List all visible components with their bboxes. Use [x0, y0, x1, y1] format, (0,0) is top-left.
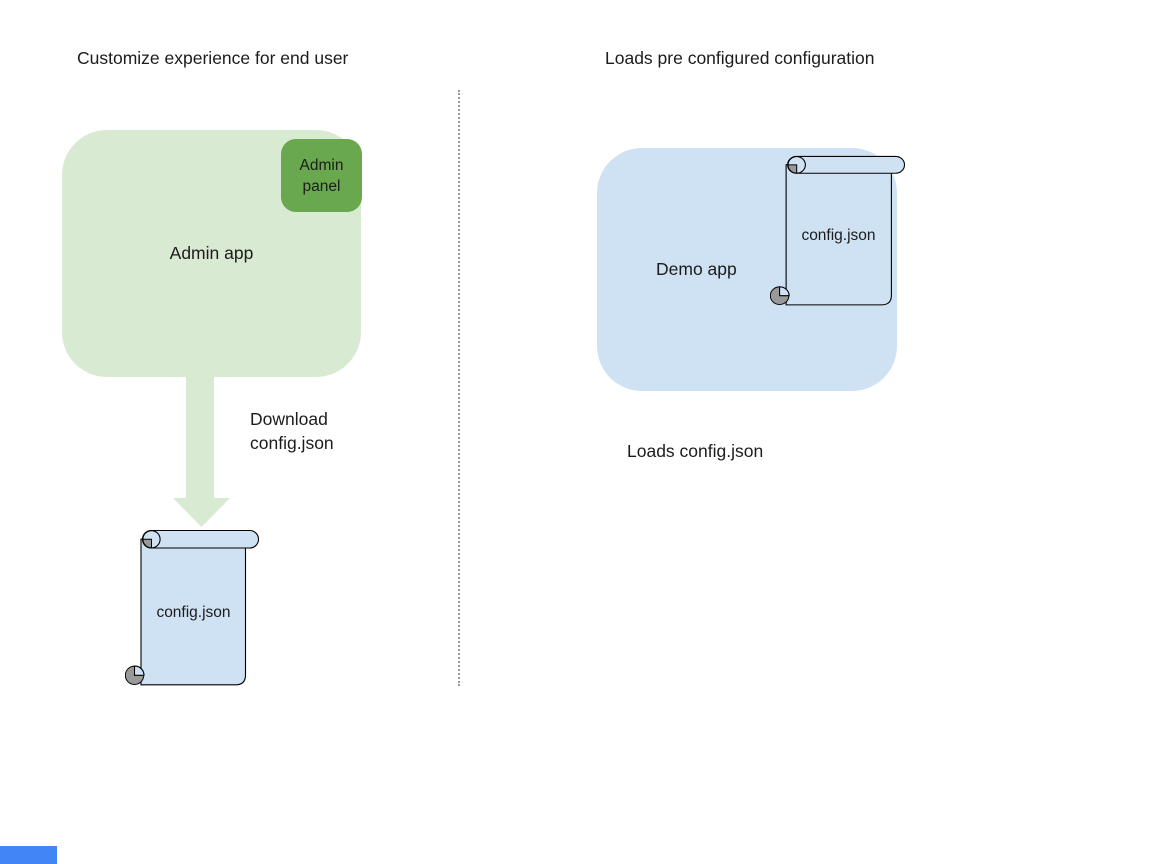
- admin-app-label: Admin app: [169, 243, 254, 263]
- config-file-scroll: config.json: [770, 155, 905, 306]
- config-file-label: config.json: [156, 604, 231, 621]
- download-arrow-icon: [173, 377, 230, 527]
- right-section-title: Loads pre configured configuration: [605, 48, 875, 68]
- demo-app-label: Demo app: [656, 259, 737, 279]
- scroll-shape-icon: [770, 155, 905, 306]
- cropped-blue-rectangle: [0, 846, 57, 864]
- admin-panel-box: Admin panel: [281, 139, 362, 212]
- config-file-scroll: config.json: [125, 529, 259, 686]
- scroll-shape-icon: [125, 529, 259, 686]
- section-divider: [458, 90, 460, 686]
- left-section-title: Customize experience for end user: [77, 48, 349, 68]
- admin-app-box: Admin app Admin panel: [62, 130, 362, 377]
- download-arrow-caption: Download config.json: [250, 409, 334, 453]
- config-file-label: config.json: [801, 227, 876, 244]
- loads-config-caption: Loads config.json: [627, 441, 764, 461]
- admin-panel-label: Admin panel: [299, 156, 344, 195]
